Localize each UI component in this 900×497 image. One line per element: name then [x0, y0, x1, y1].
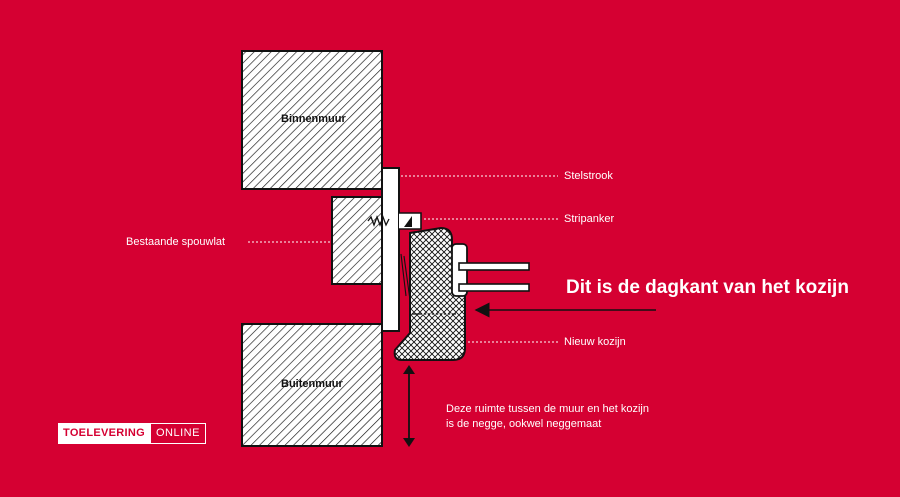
negge-line-2: is de negge, ookwel neggemaat	[446, 418, 602, 430]
glass-pane-top	[458, 262, 530, 271]
label-binnenmuur: Binnenmuur	[281, 113, 346, 125]
brand-logo: TOELEVERING ONLINE	[58, 423, 206, 444]
screw-zigzag	[367, 215, 390, 227]
logo-part-1: TOELEVERING	[58, 423, 150, 444]
negge-arrow-bottom	[403, 438, 415, 447]
label-stripanker: Stripanker	[564, 213, 615, 225]
outer-wall-block	[241, 323, 383, 447]
strip-anchor-wedge	[404, 216, 412, 227]
negge-explanation: Deze ruimte tussen de muur en het kozijn…	[446, 402, 649, 432]
headline-dagkant: Dit is de dagkant van het kozijn	[566, 277, 849, 298]
inner-wall-block	[241, 50, 383, 190]
negge-arrow-top	[403, 365, 415, 374]
new-frame-profile	[393, 226, 466, 361]
logo-part-2: ONLINE	[149, 423, 206, 444]
label-buitenmuur: Buitenmuur	[281, 378, 343, 390]
negge-line-1: Deze ruimte tussen de muur en het kozijn	[446, 403, 649, 415]
glass-pane-bottom	[458, 283, 530, 292]
label-spouwlat: Bestaande spouwlat	[126, 236, 226, 248]
existing-cavity-batten	[331, 196, 383, 285]
label-stelstrook: Stelstrook	[564, 170, 613, 182]
sealant-line	[400, 253, 411, 301]
label-nieuw-kozijn: Nieuw kozijn	[564, 336, 626, 348]
adjustment-strip	[381, 167, 400, 332]
